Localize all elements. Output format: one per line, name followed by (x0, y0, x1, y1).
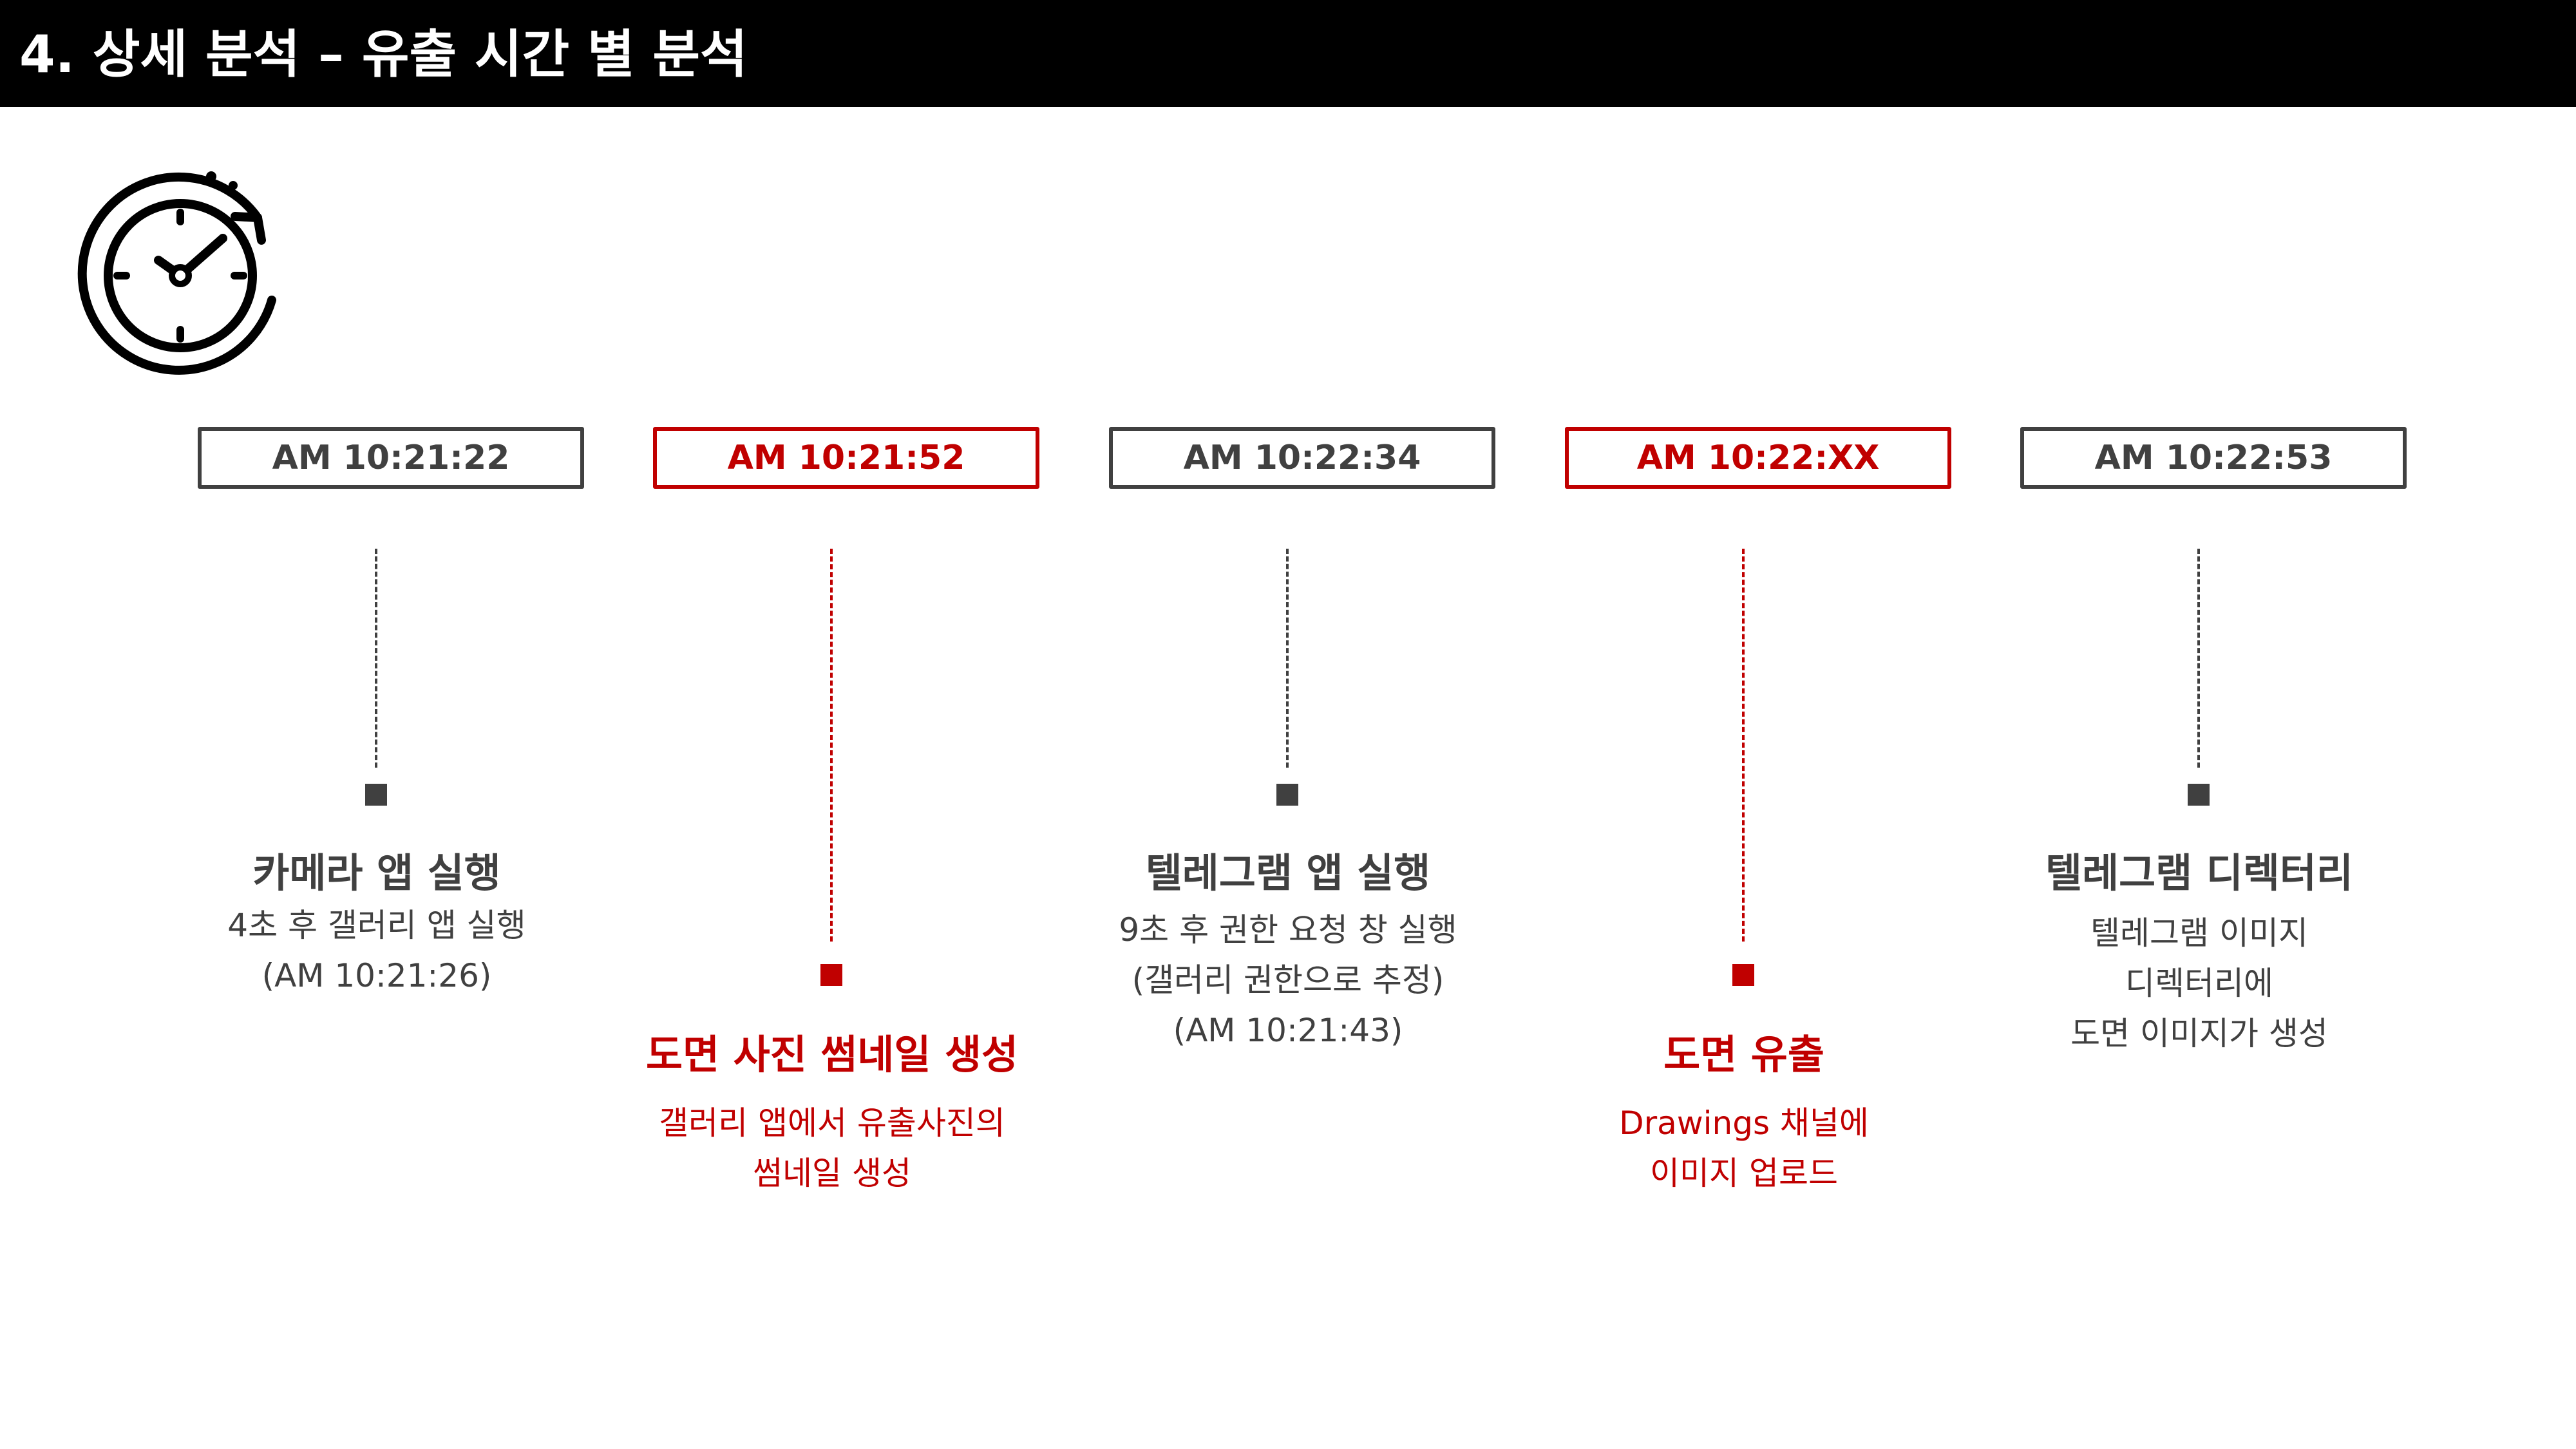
timeline-marker (1276, 784, 1298, 806)
dashed-connector (2197, 549, 2200, 768)
event-description-line: Drawings 채널에 (1619, 1104, 1869, 1142)
timeline-marker (2188, 784, 2210, 806)
timeline-marker (1732, 964, 1754, 986)
page-title: 4. 상세 분석 – 유출 시간 별 분석 (19, 24, 748, 84)
event-description-line: 디렉터리에 (2125, 965, 2273, 1002)
timeline-marker (365, 784, 387, 806)
dashed-connector (830, 549, 833, 942)
event-description-line: 4초 후 갤러리 앱 실행 (227, 907, 526, 944)
event-description-line: 도면 이미지가 생성 (2070, 1015, 2328, 1052)
timestamp-box: AM 10:22:34 (1109, 427, 1495, 489)
timestamp-box: AM 10:22:XX (1565, 427, 1951, 489)
event-title: 도면 유출 (1663, 1031, 1824, 1078)
event-description: 텔레그램 이미지 디렉터리에 도면 이미지가 생성 (1967, 908, 2431, 1059)
event-description-line: 9초 후 권한 요청 창 실행 (1119, 911, 1457, 949)
event-title: 텔레그램 앱 실행 (1145, 849, 1431, 896)
dashed-connector (1742, 549, 1745, 942)
dashed-connector (375, 549, 377, 768)
event-description-line: (갤러리 권한으로 추정) (1132, 961, 1444, 999)
event-description: 9초 후 권한 요청 창 실행 (갤러리 권한으로 추정) (AM 10:21:… (1056, 905, 1520, 1056)
clock-history-icon (71, 166, 290, 385)
event-description-line: 썸네일 생성 (753, 1155, 911, 1192)
event-description: 4초 후 갤러리 앱 실행 (AM 10:21:26) (145, 900, 609, 1001)
event-title: 카메라 앱 실행 (252, 849, 501, 896)
timestamp-box: AM 10:22:53 (2020, 427, 2407, 489)
timestamp-box: AM 10:21:22 (198, 427, 584, 489)
title-bar: 4. 상세 분석 – 유출 시간 별 분석 (0, 0, 2576, 107)
timestamp-box: AM 10:21:52 (653, 427, 1039, 489)
event-description-line: 이미지 업로드 (1650, 1155, 1838, 1192)
event-title: 도면 사진 썸네일 생성 (645, 1031, 1019, 1078)
event-description: 갤러리 앱에서 유출사진의 썸네일 생성 (600, 1098, 1064, 1198)
event-description: Drawings 채널에 이미지 업로드 (1512, 1098, 1976, 1198)
event-description-line: (AM 10:21:43) (1173, 1012, 1403, 1049)
event-description-line: 갤러리 앱에서 유출사진의 (659, 1104, 1005, 1142)
event-description-line: 텔레그램 이미지 (2090, 914, 2308, 952)
event-title: 텔레그램 디렉터리 (2045, 849, 2353, 896)
dashed-connector (1286, 549, 1289, 768)
timeline-marker (820, 964, 842, 986)
event-description-line: (AM 10:21:26) (261, 957, 492, 994)
